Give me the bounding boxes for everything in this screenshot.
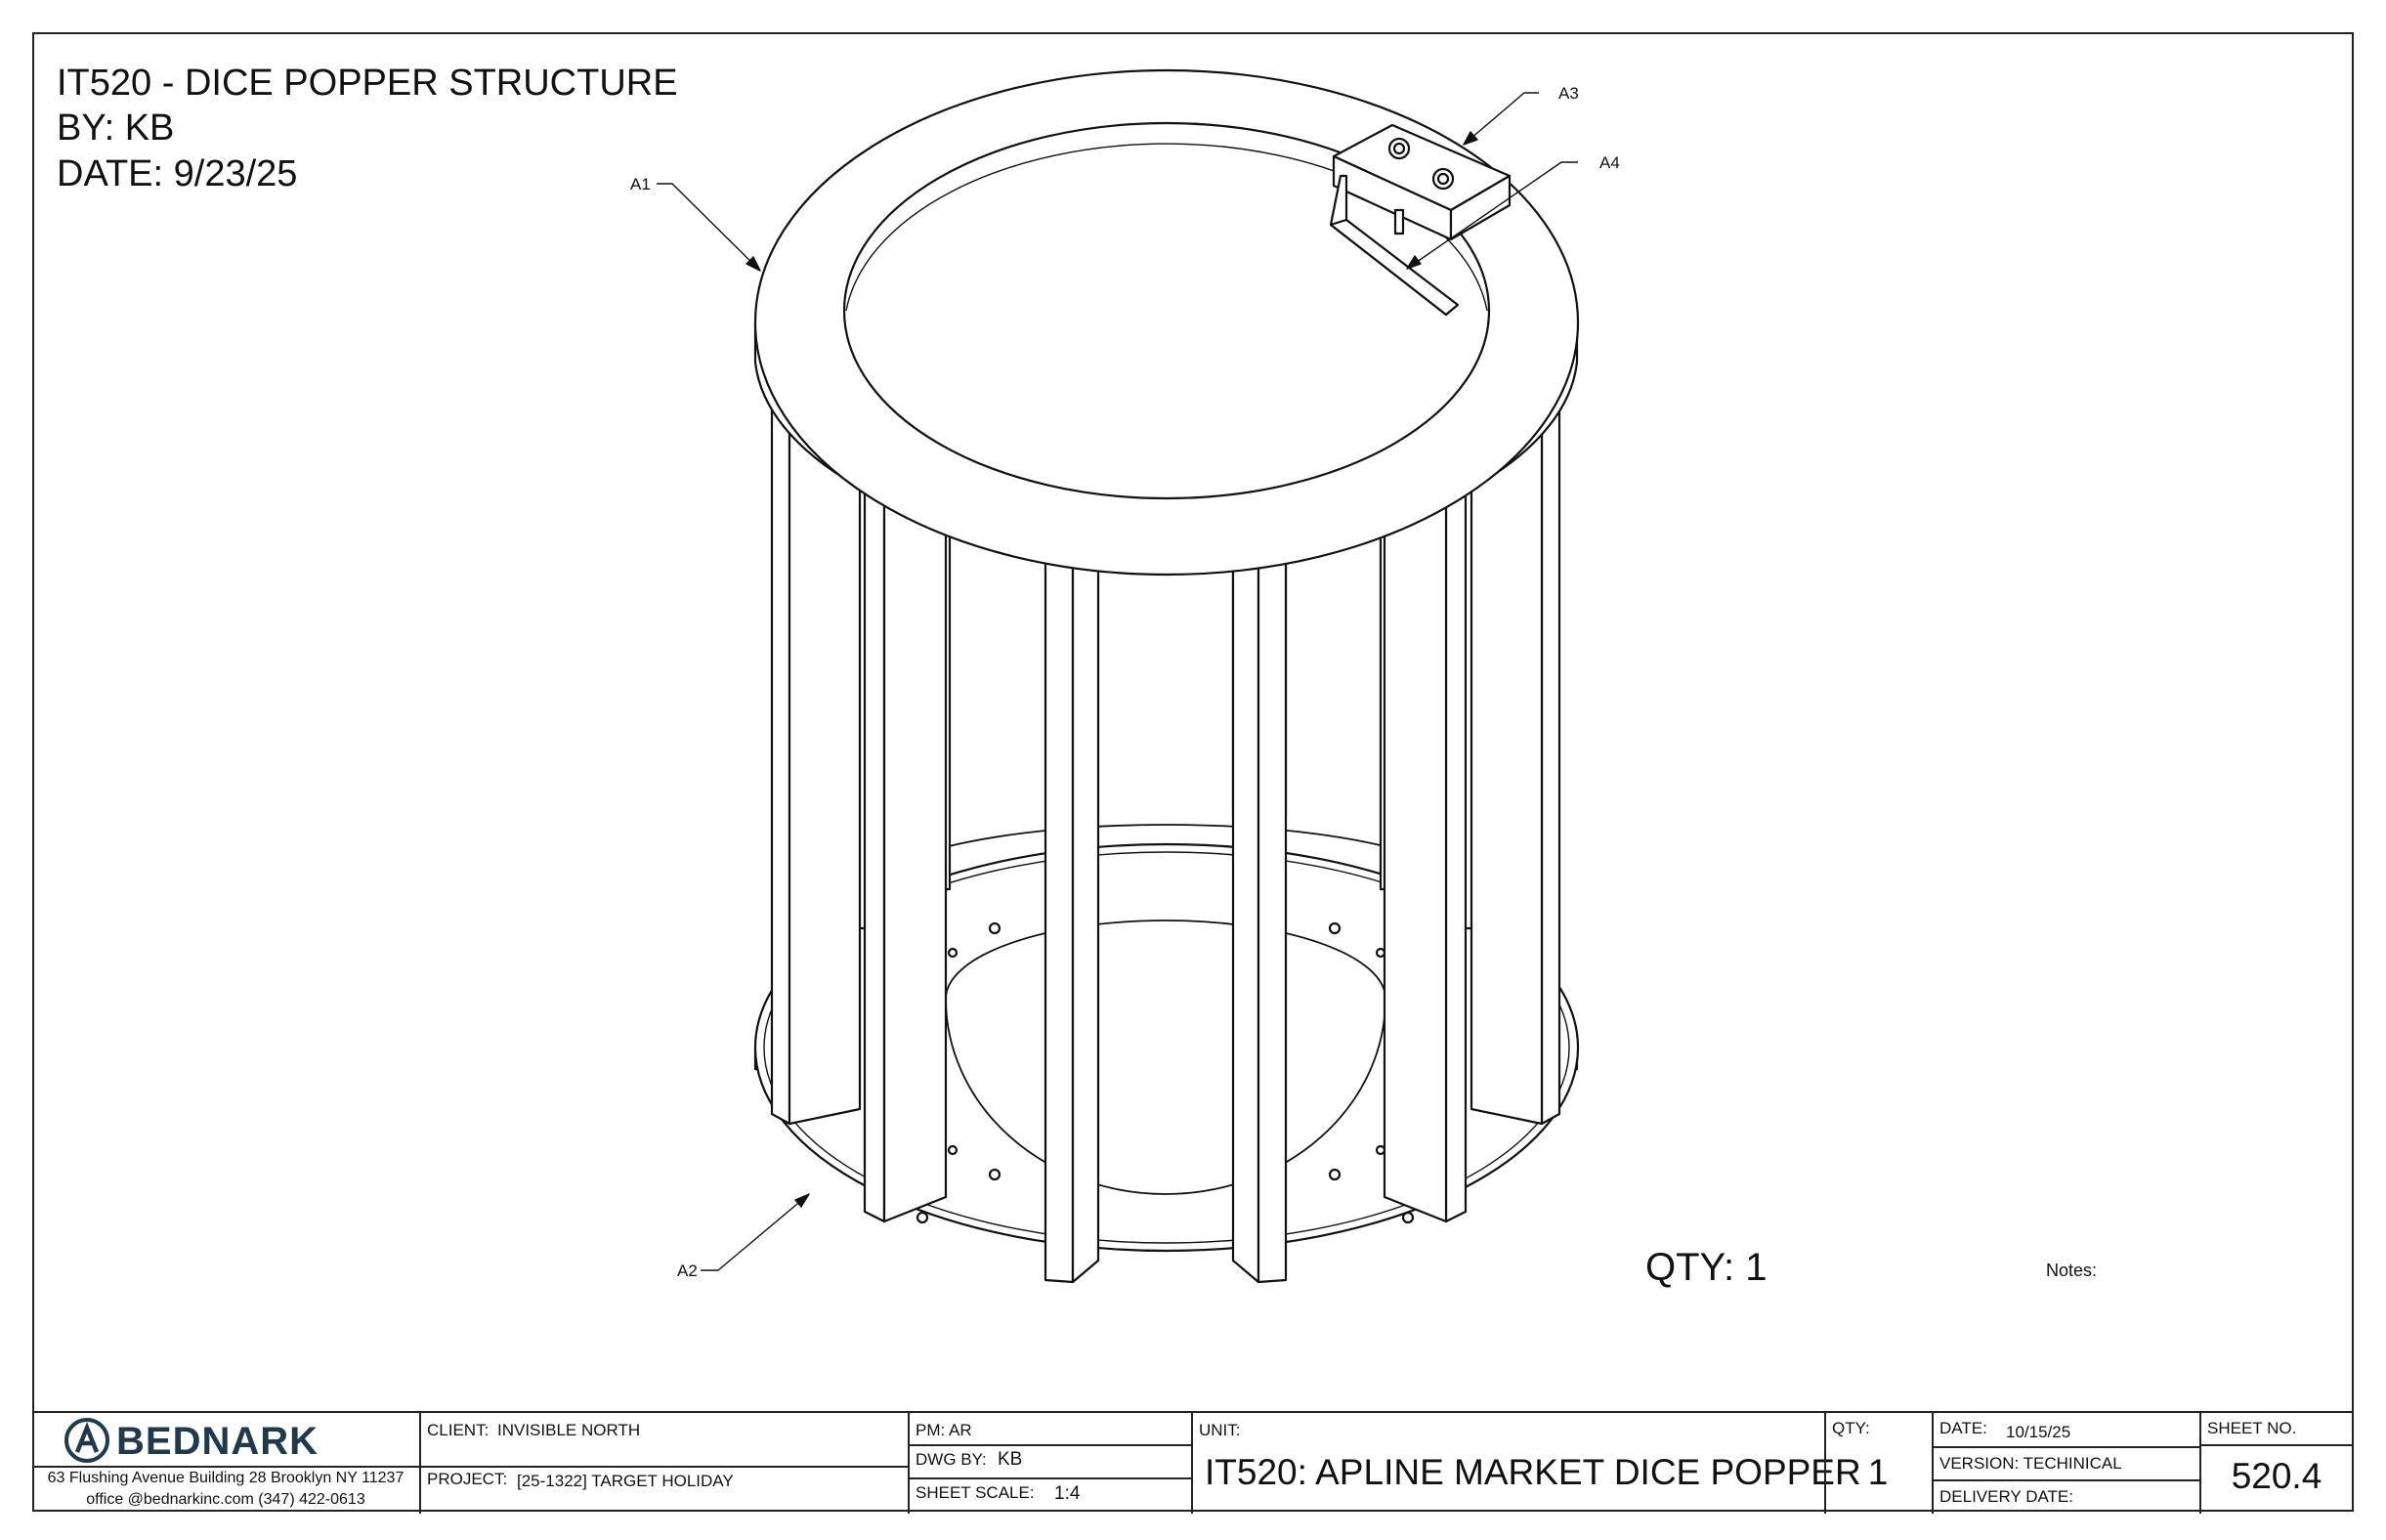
top-ring xyxy=(753,68,1580,577)
delivery-date-field: DELIVERY DATE: xyxy=(1939,1487,2073,1506)
sheet-no-label: SHEET NO. xyxy=(2207,1419,2297,1437)
callout-a3: A3 xyxy=(1558,84,1579,103)
top-clamp-bracket xyxy=(1329,123,1512,317)
callout-leaders xyxy=(657,92,1578,1271)
quantity-label: QTY: 1 xyxy=(1645,1246,1768,1289)
dwg-by-value: KB xyxy=(998,1449,1023,1470)
callout-a2: A2 xyxy=(677,1262,698,1280)
unit-value: IT520: APLINE MARKET DICE POPPER xyxy=(1205,1452,1861,1492)
sheet-scale-value: 1:4 xyxy=(1054,1483,1081,1504)
notes-label: Notes: xyxy=(2046,1261,2098,1280)
date-label: DATE: xyxy=(1939,1419,1987,1437)
project-value: [25-1322] TARGET HOLIDAY xyxy=(517,1472,734,1490)
date-value: 10/15/25 xyxy=(2006,1423,2071,1441)
client-value: INVISIBLE NORTH xyxy=(497,1421,641,1439)
qty-block-value: 1 xyxy=(1867,1452,1889,1492)
title-block: BEDNARK 63 Flushing Avenue Building 28 B… xyxy=(32,1411,2354,1514)
side-panels xyxy=(770,379,1561,1126)
callout-a1: A1 xyxy=(630,175,651,193)
dwg-by-label: DWG BY: xyxy=(916,1450,987,1469)
drawing-author: BY: KB xyxy=(57,107,175,149)
unit-label: UNIT: xyxy=(1199,1421,1241,1439)
front-posts xyxy=(863,487,1468,1284)
callout-a4: A4 xyxy=(1599,153,1620,172)
sheet-no-value: 520.4 xyxy=(2231,1456,2322,1496)
version-field: VERSION: TECHINICAL xyxy=(1939,1454,2122,1473)
pm-field: PM: AR xyxy=(916,1421,972,1439)
project-label: PROJECT: xyxy=(427,1470,508,1488)
drawing-title: IT520 - DICE POPPER STRUCTURE xyxy=(57,63,678,104)
drawing-frame xyxy=(32,32,2354,1512)
sheet-scale-label: SHEET SCALE: xyxy=(916,1483,1035,1502)
company-address: 63 Flushing Avenue Building 28 Brooklyn … xyxy=(47,1470,405,1486)
client-label: CLIENT: xyxy=(427,1421,490,1439)
drawing-date: DATE: 9/23/25 xyxy=(57,153,298,194)
company-logo: BEDNARK xyxy=(32,1413,419,1468)
callout-labels: A1 A2 A3 A4 xyxy=(630,84,1620,1280)
bednark-logo: BEDNARK xyxy=(64,1418,319,1463)
qty-block-label: QTY: xyxy=(1832,1419,1870,1437)
company-contact: office @bednarkinc.com (347) 422-0613 xyxy=(86,1491,365,1508)
svg-text:BEDNARK: BEDNARK xyxy=(116,1420,319,1463)
